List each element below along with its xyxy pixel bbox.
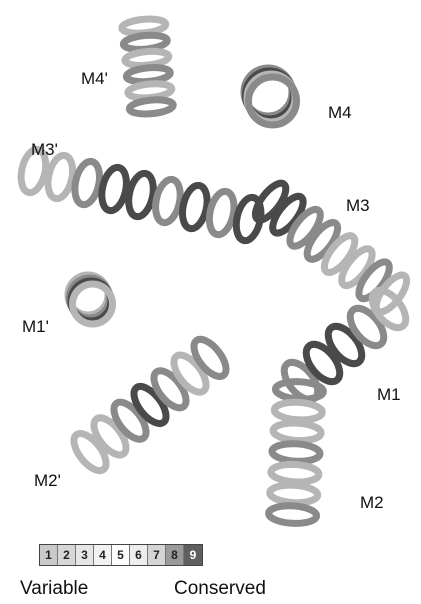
scale-cell-1: 1 xyxy=(40,545,58,565)
helix-m1-turn xyxy=(322,320,368,369)
helix-m2-turn xyxy=(270,463,319,483)
scale-cell-8: 8 xyxy=(166,545,184,565)
helix-m1-prime xyxy=(68,275,113,324)
scale-cell-7: 7 xyxy=(148,545,166,565)
label-m4-prime: M4' xyxy=(81,69,108,88)
helix-m2-turn xyxy=(272,442,321,462)
helix-m2-prime xyxy=(68,334,232,476)
label-m3: M3 xyxy=(346,196,370,215)
label-m2-prime: M2' xyxy=(34,471,61,490)
scale-cell-3: 3 xyxy=(76,545,94,565)
label-m2: M2 xyxy=(360,493,384,512)
helix-m2-prime-turn xyxy=(68,428,112,476)
label-m3-prime: M3' xyxy=(31,140,58,159)
helix-m3-prime-turn xyxy=(98,165,130,213)
helix-m2-prime-turn xyxy=(128,381,172,429)
helix-m4-prime xyxy=(121,17,174,115)
scale-cell-6: 6 xyxy=(130,545,148,565)
scale-label-conserved: Conserved xyxy=(174,578,266,600)
scale-label-variable: Variable xyxy=(20,578,88,600)
label-m4: M4 xyxy=(328,103,352,122)
label-m1: M1 xyxy=(377,385,401,404)
scale-cell-5: 5 xyxy=(112,545,130,565)
helix-m3-prime-turn xyxy=(71,159,103,207)
helix-m2-prime-turn xyxy=(168,350,212,398)
label-m1-prime: M1' xyxy=(22,317,49,336)
scale-cell-9: 9 xyxy=(184,545,202,565)
helix-m4 xyxy=(244,68,297,125)
helix-m3-prime-turn xyxy=(152,177,184,225)
helix-m2-prime-turn xyxy=(88,412,132,460)
helix-m2-turn xyxy=(269,484,318,504)
helix-m2-turn xyxy=(274,401,323,421)
helix-m2-turn xyxy=(268,505,317,525)
helix-m3-prime-turn xyxy=(179,183,211,231)
helix-m2 xyxy=(268,380,324,524)
helix-m3-prime-turn xyxy=(125,171,157,219)
helix-m3-prime-turn xyxy=(206,189,238,237)
helix-m2-turn xyxy=(273,422,322,442)
helices-group xyxy=(17,17,412,524)
helix-m4-prime-turn xyxy=(129,98,174,116)
helix-m2-prime-turn xyxy=(188,334,232,382)
scale-cell-4: 4 xyxy=(94,545,112,565)
helix-m3-prime-turn xyxy=(44,153,76,201)
helix-m2-prime-turn xyxy=(108,397,152,445)
scale-cell-2: 2 xyxy=(58,545,76,565)
helix-m3-prime xyxy=(17,147,264,243)
helix-m2-prime-turn xyxy=(148,365,192,413)
